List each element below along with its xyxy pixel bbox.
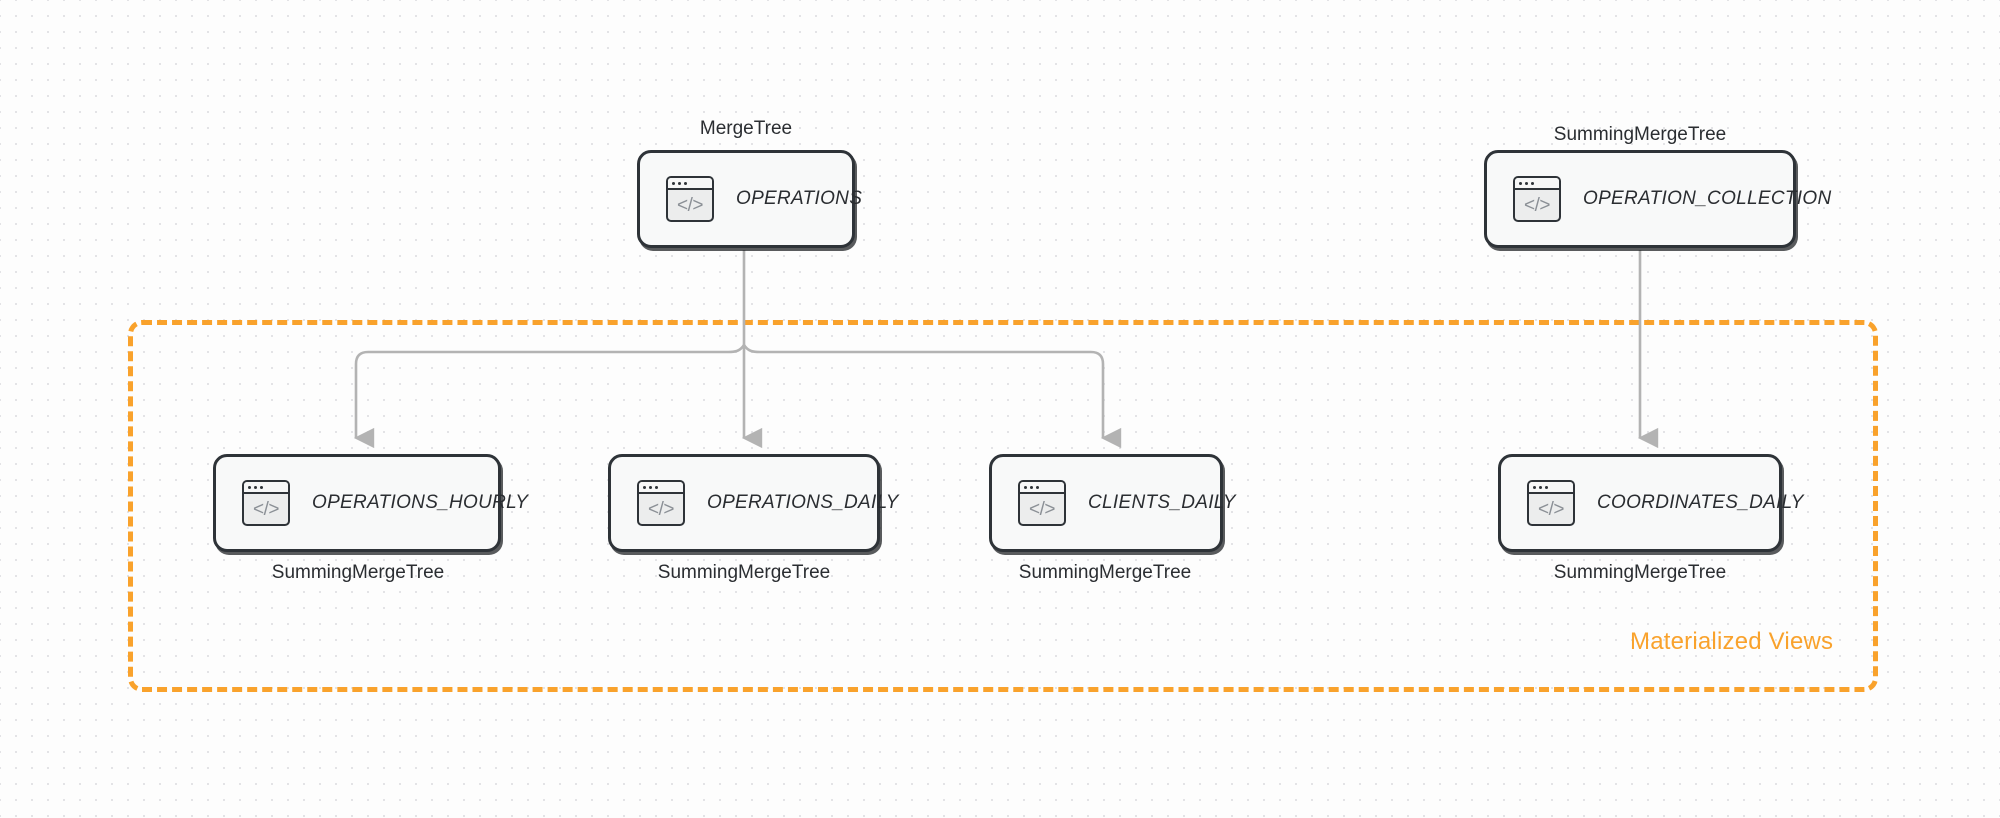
code-window-icon: </>: [242, 480, 290, 526]
icon-titlebar: [1529, 482, 1573, 494]
icon-titlebar-dot: [1539, 485, 1542, 489]
materialized-views-group-label: Materialized Views: [1630, 628, 1834, 655]
table-node-label: OPERATION_COLLECTION: [1583, 188, 1832, 209]
table-node-coordinates_daily[interactable]: </> COORDINATES_DAILY: [1498, 454, 1803, 552]
table-node-label: CLIENTS_DAILY: [1088, 492, 1236, 513]
icon-titlebar: [1020, 482, 1064, 494]
icon-titlebar-dot: [1531, 181, 1534, 185]
engine-label-coordinates_daily: SummingMergeTree: [1553, 562, 1727, 583]
icon-titlebar-dot: [1545, 485, 1548, 489]
code-window-icon: </>: [637, 480, 685, 526]
icon-titlebar-dot: [1533, 485, 1536, 489]
table-node-label: COORDINATES_DAILY: [1597, 492, 1804, 513]
icon-code-glyph: </>: [648, 498, 674, 520]
icon-titlebar-dot: [260, 485, 263, 489]
icon-titlebar-dot: [649, 485, 652, 489]
icon-titlebar-dot: [254, 485, 257, 489]
icon-titlebar-dot: [1525, 181, 1528, 185]
icon-titlebar-dot: [643, 485, 646, 489]
icon-titlebar-dot: [248, 485, 251, 489]
materialized-views-group-frame: [128, 320, 1878, 692]
icon-code-glyph: </>: [253, 498, 279, 520]
icon-titlebar-dot: [1519, 181, 1522, 185]
icon-code-glyph: </>: [1524, 194, 1550, 216]
icon-titlebar-dot: [1024, 485, 1027, 489]
table-node-label: OPERATIONS: [736, 188, 863, 209]
icon-code-glyph: </>: [677, 194, 703, 216]
icon-code-glyph: </>: [1538, 498, 1564, 520]
engine-label-operations_hourly: SummingMergeTree: [271, 562, 445, 583]
icon-titlebar-dot: [684, 181, 687, 185]
icon-titlebar-dot: [1036, 485, 1039, 489]
code-window-icon: </>: [1513, 176, 1561, 222]
engine-label-operations: MergeTree: [699, 118, 793, 139]
table-node-label: OPERATIONS_HOURLY: [312, 492, 529, 513]
table-node-operation_collection[interactable]: </> OPERATION_COLLECTION: [1484, 150, 1831, 248]
table-node-label: OPERATIONS_DAILY: [707, 492, 899, 513]
table-node-operations_daily[interactable]: </> OPERATIONS_DAILY: [608, 454, 898, 552]
engine-label-operations_daily: SummingMergeTree: [657, 562, 831, 583]
icon-titlebar-dot: [655, 485, 658, 489]
icon-titlebar: [1515, 178, 1559, 190]
table-node-clients_daily[interactable]: </> CLIENTS_DAILY: [989, 454, 1236, 552]
table-node-operations_hourly[interactable]: </> OPERATIONS_HOURLY: [213, 454, 528, 552]
icon-titlebar-dot: [672, 181, 675, 185]
table-node-operations[interactable]: </> OPERATIONS: [637, 150, 862, 248]
icon-titlebar-dot: [678, 181, 681, 185]
icon-code-glyph: </>: [1029, 498, 1055, 520]
engine-label-clients_daily: SummingMergeTree: [1018, 562, 1192, 583]
code-window-icon: </>: [1527, 480, 1575, 526]
engine-label-operation_collection: SummingMergeTree: [1553, 124, 1727, 145]
icon-titlebar: [639, 482, 683, 494]
icon-titlebar-dot: [1030, 485, 1033, 489]
icon-titlebar: [244, 482, 288, 494]
code-window-icon: </>: [666, 176, 714, 222]
icon-titlebar: [668, 178, 712, 190]
code-window-icon: </>: [1018, 480, 1066, 526]
